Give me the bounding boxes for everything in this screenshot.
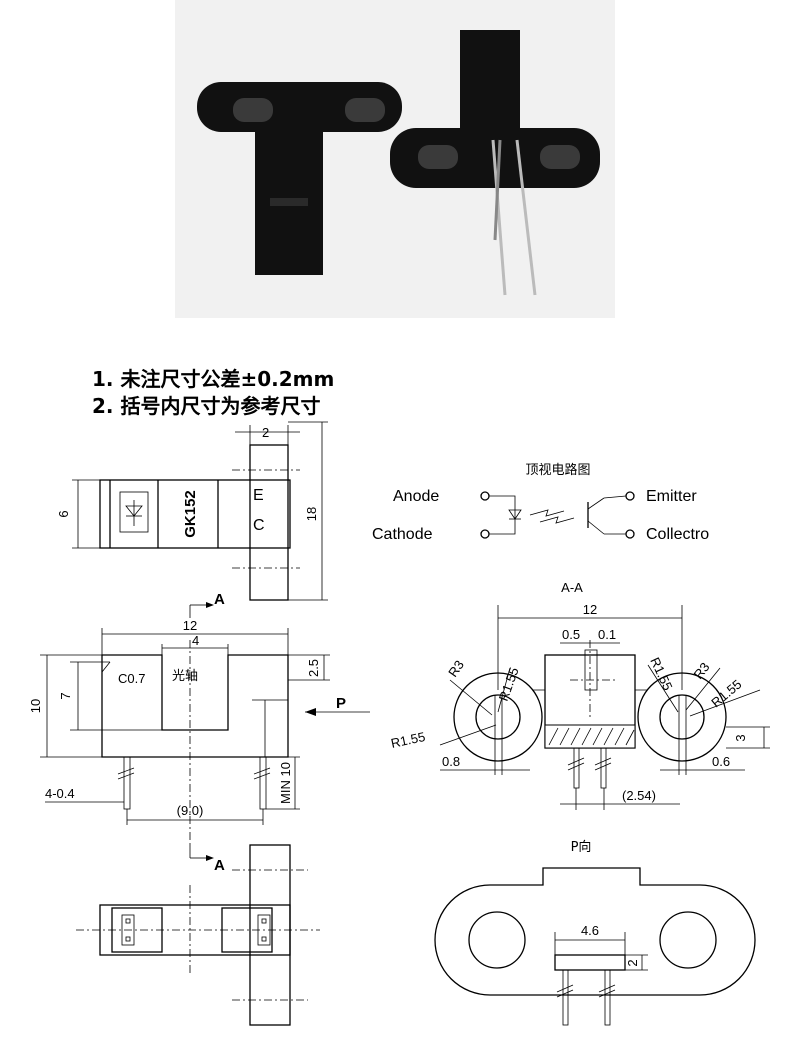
section-title: A-A [561,580,583,595]
dim-slot: 4 [192,633,199,648]
section-marker-top: A [214,591,225,608]
dim-pin-pitch: (2.54) [622,788,656,803]
cathode-label: Cathode [372,526,433,543]
top-view-circuit: 顶视电路图 Anode Cathode Emitter Collectro [372,462,709,543]
p-direction-view: P向 4.6 2 [434,839,756,1026]
circuit-title: 顶视电路图 [525,462,590,478]
dim-total-length: 18 [304,507,319,521]
anode-label: Anode [393,488,439,505]
dim-gap-right: 0.6 [712,754,730,769]
section-a-a: A-A 12 0.5 0.1 R3 R1 [390,580,770,810]
dim-r155-left-b: R1.55 [390,729,427,751]
dim-height: 10 [28,699,43,713]
dim-top-offset: 2.5 [306,659,321,677]
dim-slot-width: 2 [262,425,269,440]
dim-r155-right-b: R1.55 [708,677,744,711]
dim-slit-a: 0.5 [562,627,580,642]
section-marker-bottom: A [214,857,225,874]
p-view-title: P向 [571,839,592,855]
dim-body-height: 6 [56,510,71,517]
emitter-label: Emitter [646,488,697,505]
dim-pin-length: MIN 10 [278,762,293,804]
bottom-view [76,844,320,1026]
dim-pin-spacing: (9.0) [177,803,204,818]
dim-width: 12 [183,618,197,633]
dim-slit-b: 0.1 [598,627,616,642]
pin-c-label: C [253,517,265,534]
collector-label: Collectro [646,526,709,543]
note-1: 1. 未注尺寸公差±0.2mm [92,367,335,391]
dim-slot-depth: 7 [58,692,73,699]
dim-pin-h: 2 [625,959,640,966]
front-view: A C0.7 光轴 12 4 10 7 2.5 P [28,591,370,874]
dim-section-width: 12 [583,602,597,617]
photo-interrupter-photo-icon [175,0,615,318]
note-2: 2. 括号内尺寸为参考尺寸 [92,394,321,418]
left-device [197,82,402,275]
pin-e-label: E [253,487,264,504]
dim-flange-h: 3 [733,734,748,741]
dim-gap-left: 0.8 [442,754,460,769]
product-photo [175,0,615,318]
right-device [390,30,600,296]
dim-pin-size: 4-0.4 [45,786,75,801]
notes: 1. 未注尺寸公差±0.2mm 2. 括号内尺寸为参考尺寸 [92,366,334,420]
side-view: GK152 E C 2 6 18 [56,421,328,601]
part-label: GK152 [182,490,199,538]
dim-r3-left: R3 [445,657,467,679]
chamfer-label: C0.7 [118,671,145,686]
aperture-label: 光轴 [172,669,198,684]
dim-pin-span: 4.6 [581,923,599,938]
direction-p: P [336,695,346,712]
